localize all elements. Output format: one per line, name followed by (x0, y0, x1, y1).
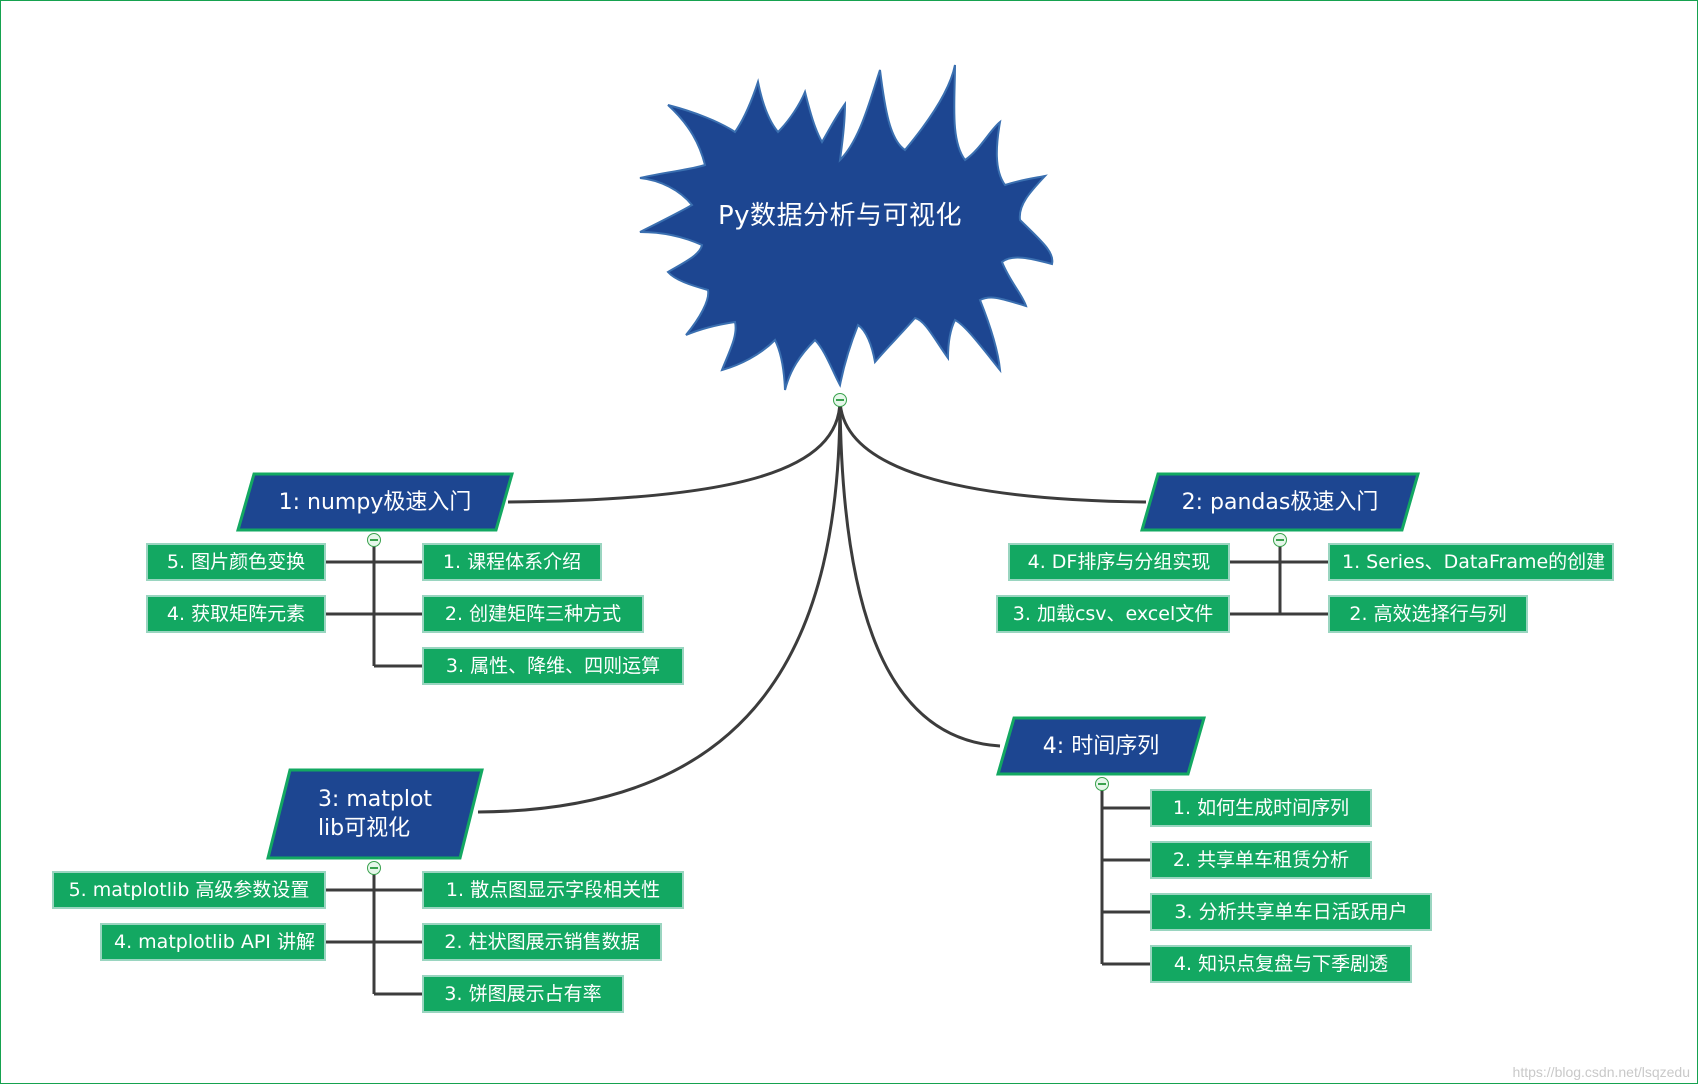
topic-shape (266, 768, 484, 860)
topic-shape (236, 472, 514, 532)
root-link-pandas (838, 399, 1147, 504)
leaf-node[interactable]: 3. 加载csv、excel文件 (996, 595, 1230, 633)
topic-label: 2: pandas极速入门 (1181, 489, 1379, 515)
leaf-node[interactable]: 1. Series、DataFrame的创建 (1328, 543, 1614, 581)
leaf-node[interactable]: 3. 属性、降维、四则运算 (422, 647, 684, 685)
leaf-node[interactable]: 1. 如何生成时间序列 (1150, 789, 1372, 827)
topic-numpy[interactable]: 1: numpy极速入门 (236, 472, 514, 532)
topic-timeseries[interactable]: 4: 时间序列 (996, 716, 1206, 776)
root-splat-shape (639, 64, 1054, 391)
collapse-toggle-root[interactable] (833, 393, 847, 407)
leaf-node[interactable]: 2. 共享单车租赁分析 (1150, 841, 1372, 879)
root-link-numpy (507, 399, 842, 504)
collapse-toggle-numpy[interactable] (367, 533, 381, 547)
pandas-connectors (1230, 540, 1328, 616)
timeseries-connectors (1100, 784, 1150, 966)
leaf-node[interactable]: 4. 知识点复盘与下季剧透 (1150, 945, 1412, 983)
leaf-node[interactable]: 4. DF排序与分组实现 (1008, 543, 1230, 581)
topic-label: 3: matplot lib可视化 (317, 787, 433, 841)
root-link-matplotlib (477, 399, 842, 814)
leaf-node[interactable]: 1. 课程体系介绍 (422, 543, 602, 581)
topic-label: 4: 时间序列 (1042, 733, 1160, 759)
leaf-node[interactable]: 4. 获取矩阵元素 (146, 595, 326, 633)
leaf-node[interactable]: 2. 柱状图展示销售数据 (422, 923, 662, 961)
topic-shape (996, 716, 1206, 776)
collapse-toggle-timeseries[interactable] (1095, 777, 1109, 791)
root-label: Py数据分析与可视化 (717, 201, 963, 231)
matplotlib-connectors (326, 868, 422, 996)
watermark: https://blog.csdn.net/lsqzedu (1512, 1064, 1690, 1080)
leaf-node[interactable]: 3. 饼图展示占有率 (422, 975, 624, 1013)
leaf-node[interactable]: 5. matplotlib 高级参数设置 (52, 871, 326, 909)
topic-shape (1140, 472, 1420, 532)
topic-pandas[interactable]: 2: pandas极速入门 (1140, 472, 1420, 532)
topic-matplotlib[interactable]: 3: matplot lib可视化 (266, 768, 484, 860)
leaf-node[interactable]: 1. 散点图显示字段相关性 (422, 871, 684, 909)
numpy-connectors (326, 540, 422, 668)
root-link-timeseries (838, 399, 1001, 748)
topic-label: 1: numpy极速入门 (278, 489, 472, 515)
leaf-node[interactable]: 4. matplotlib API 讲解 (100, 923, 326, 961)
leaf-node[interactable]: 5. 图片颜色变换 (146, 543, 326, 581)
collapse-toggle-matplotlib[interactable] (367, 861, 381, 875)
leaf-node[interactable]: 3. 分析共享单车日活跃用户 (1150, 893, 1432, 931)
leaf-node[interactable]: 2. 高效选择行与列 (1328, 595, 1528, 633)
leaf-node[interactable]: 2. 创建矩阵三种方式 (422, 595, 644, 633)
collapse-toggle-pandas[interactable] (1273, 533, 1287, 547)
